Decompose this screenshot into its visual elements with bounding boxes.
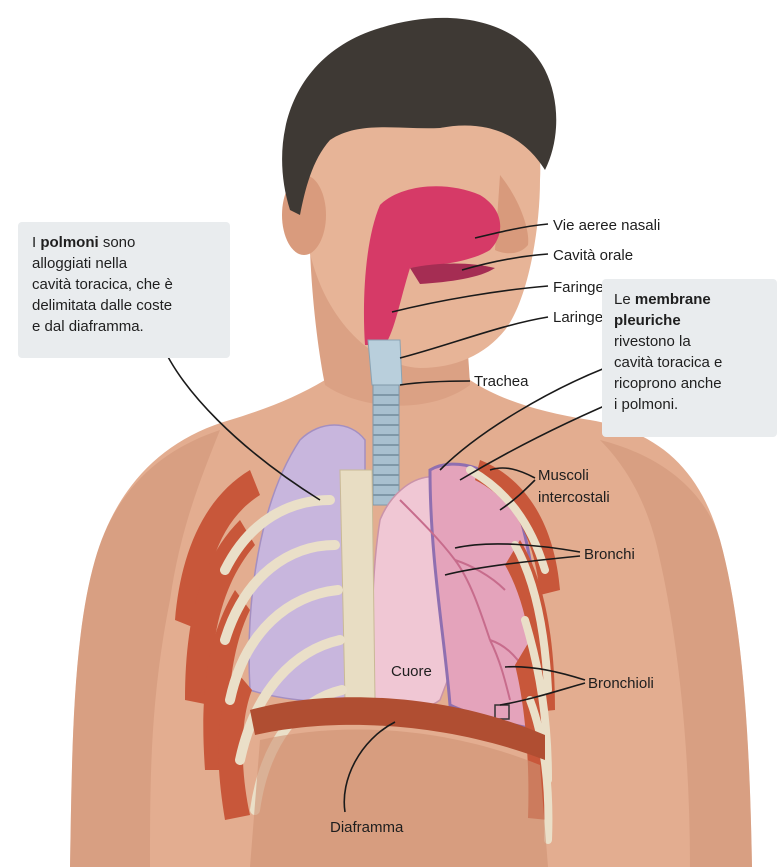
callout-polmoni-line-5: e dal diaframma. xyxy=(32,316,220,337)
label-faringe: Faringe xyxy=(553,279,604,296)
thorax xyxy=(175,425,560,867)
callout-polmoni: I polmoni sono alloggiati nella cavità t… xyxy=(18,222,230,358)
label-cavita-orale: Cavità orale xyxy=(553,247,633,264)
callout-pleura-pre: Le xyxy=(614,291,635,308)
callout-polmoni-line-1: I polmoni sono xyxy=(32,232,220,253)
callout-polmoni-line-4: delimitata dalle coste xyxy=(32,295,220,316)
larynx-shape xyxy=(368,340,402,385)
label-vie-aeree-nasali: Vie aeree nasali xyxy=(553,217,660,234)
label-intercostali: intercostali xyxy=(538,489,610,506)
callout-pleura-bold-2: pleuriche xyxy=(614,312,681,329)
callout-polmoni-bold: polmoni xyxy=(40,234,98,251)
callout-polmoni-rest: sono xyxy=(99,234,136,251)
callout-pleura-line-2: pleuriche xyxy=(614,310,769,331)
sternum xyxy=(340,470,375,700)
callout-pleura-line-4: cavità toracica e xyxy=(614,352,769,373)
label-trachea: Trachea xyxy=(474,373,529,390)
label-laringe: Laringe xyxy=(553,309,603,326)
callout-pleura-line-5: ricoprono anche xyxy=(614,373,769,394)
callout-pleura-line-1: Le membrane xyxy=(614,289,769,310)
callout-polmoni-line-3: cavità toracica, che è xyxy=(32,274,220,295)
label-diaframma: Diaframma xyxy=(330,819,404,836)
label-bronchioli: Bronchioli xyxy=(588,675,654,692)
label-bronchi: Bronchi xyxy=(584,546,635,563)
trachea xyxy=(373,385,399,505)
callout-pleura: Le membrane pleuriche rivestono la cavit… xyxy=(602,279,777,437)
label-cuore: Cuore xyxy=(391,663,432,680)
callout-pleura-bold-1: membrane xyxy=(635,291,711,308)
callout-polmoni-line-2: alloggiati nella xyxy=(32,253,220,274)
callout-pleura-line-6: i polmoni. xyxy=(614,394,769,415)
callout-pleura-line-3: rivestono la xyxy=(614,331,769,352)
label-muscoli: Muscoli xyxy=(538,467,589,484)
